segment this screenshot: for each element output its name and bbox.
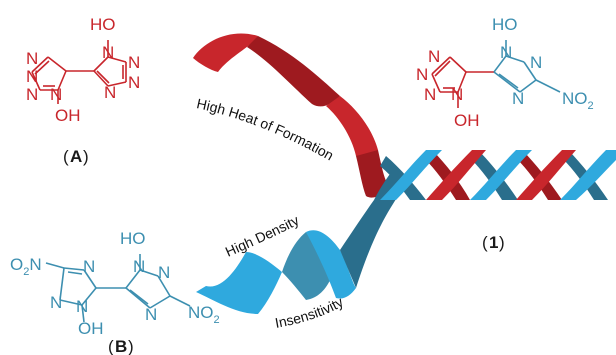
atom-n: N bbox=[102, 43, 114, 62]
helix-blue-front-1 bbox=[380, 150, 442, 200]
label-1-number: 1 bbox=[489, 233, 498, 252]
label-1-open: ( bbox=[482, 233, 488, 252]
atom-n: N bbox=[104, 83, 116, 102]
atom-n: N bbox=[145, 305, 157, 324]
label-b-letter: B bbox=[115, 337, 127, 355]
atom-n: N bbox=[158, 263, 170, 282]
helix-red-front-1 bbox=[426, 150, 486, 200]
atom-n: N bbox=[451, 85, 463, 104]
label-1-close: ) bbox=[499, 233, 505, 252]
red-ribbon-segment-1 bbox=[193, 33, 258, 72]
blue-ribbon-segment-2 bbox=[282, 232, 332, 300]
high-density-label: High Density bbox=[223, 212, 302, 260]
nitro-group: NO2 bbox=[562, 89, 594, 112]
atom-n: N bbox=[428, 47, 440, 66]
helix-red-front-2 bbox=[516, 150, 576, 200]
label-a-open: ( bbox=[63, 147, 69, 166]
label-a: ( A ) bbox=[63, 147, 89, 166]
atom-n: N bbox=[128, 73, 140, 92]
double-helix bbox=[380, 150, 616, 200]
atom-n: N bbox=[76, 297, 88, 316]
molecule-a bbox=[31, 40, 127, 104]
atom-oh: OH bbox=[454, 111, 480, 130]
molecule-1-atoms: N N N N OH HO N N N NO2 bbox=[416, 15, 594, 130]
atom-ho: HO bbox=[120, 229, 146, 248]
atom-n: N bbox=[128, 53, 140, 72]
atom-ho: HO bbox=[90, 15, 116, 34]
atom-n: N bbox=[26, 49, 38, 68]
label-a-letter: A bbox=[70, 147, 82, 166]
atom-ho: HO bbox=[492, 15, 518, 34]
atom-n: N bbox=[424, 85, 436, 104]
red-ribbon-segment-3 bbox=[326, 96, 378, 158]
atom-n: N bbox=[512, 89, 524, 108]
label-1: ( 1 ) bbox=[482, 233, 505, 252]
molecule-a-atoms: N N N N OH HO N N N N bbox=[26, 15, 140, 125]
atom-n: N bbox=[26, 85, 38, 104]
atom-n: N bbox=[500, 43, 512, 62]
atom-n: N bbox=[50, 293, 62, 312]
label-b-open: ( bbox=[108, 337, 114, 355]
atom-n: N bbox=[530, 53, 542, 72]
molecule-b-atoms: O2N N N N OH HO N N N NO2 bbox=[10, 229, 220, 338]
atom-oh: OH bbox=[78, 319, 104, 338]
red-ribbon-segment-2 bbox=[247, 36, 340, 107]
blue-ribbon-segment-3 bbox=[306, 230, 356, 299]
red-ribbon-segment-4 bbox=[356, 150, 390, 198]
helix-red-back-1 bbox=[424, 150, 470, 200]
nitro-group: NO2 bbox=[188, 303, 220, 326]
atom-oh: OH bbox=[55, 106, 81, 125]
nitro-group: O2N bbox=[10, 255, 42, 278]
helix-blue-front-3 bbox=[560, 150, 616, 200]
molecule-1 bbox=[431, 40, 561, 108]
atom-n: N bbox=[83, 257, 95, 276]
red-ribbon bbox=[193, 33, 390, 198]
atom-n: N bbox=[133, 257, 145, 276]
label-a-close: ) bbox=[83, 147, 89, 166]
molecule-b bbox=[45, 254, 191, 323]
label-b: ( B ) bbox=[108, 337, 134, 355]
helix-blue-front-2 bbox=[470, 150, 532, 200]
atom-n: N bbox=[50, 85, 62, 104]
blue-ribbon-segment-1 bbox=[196, 252, 282, 314]
atom-n: N bbox=[26, 67, 38, 86]
atom-n: N bbox=[416, 65, 428, 84]
label-b-close: ) bbox=[128, 337, 134, 355]
insensitivity-label: Insensitivity bbox=[274, 294, 346, 331]
